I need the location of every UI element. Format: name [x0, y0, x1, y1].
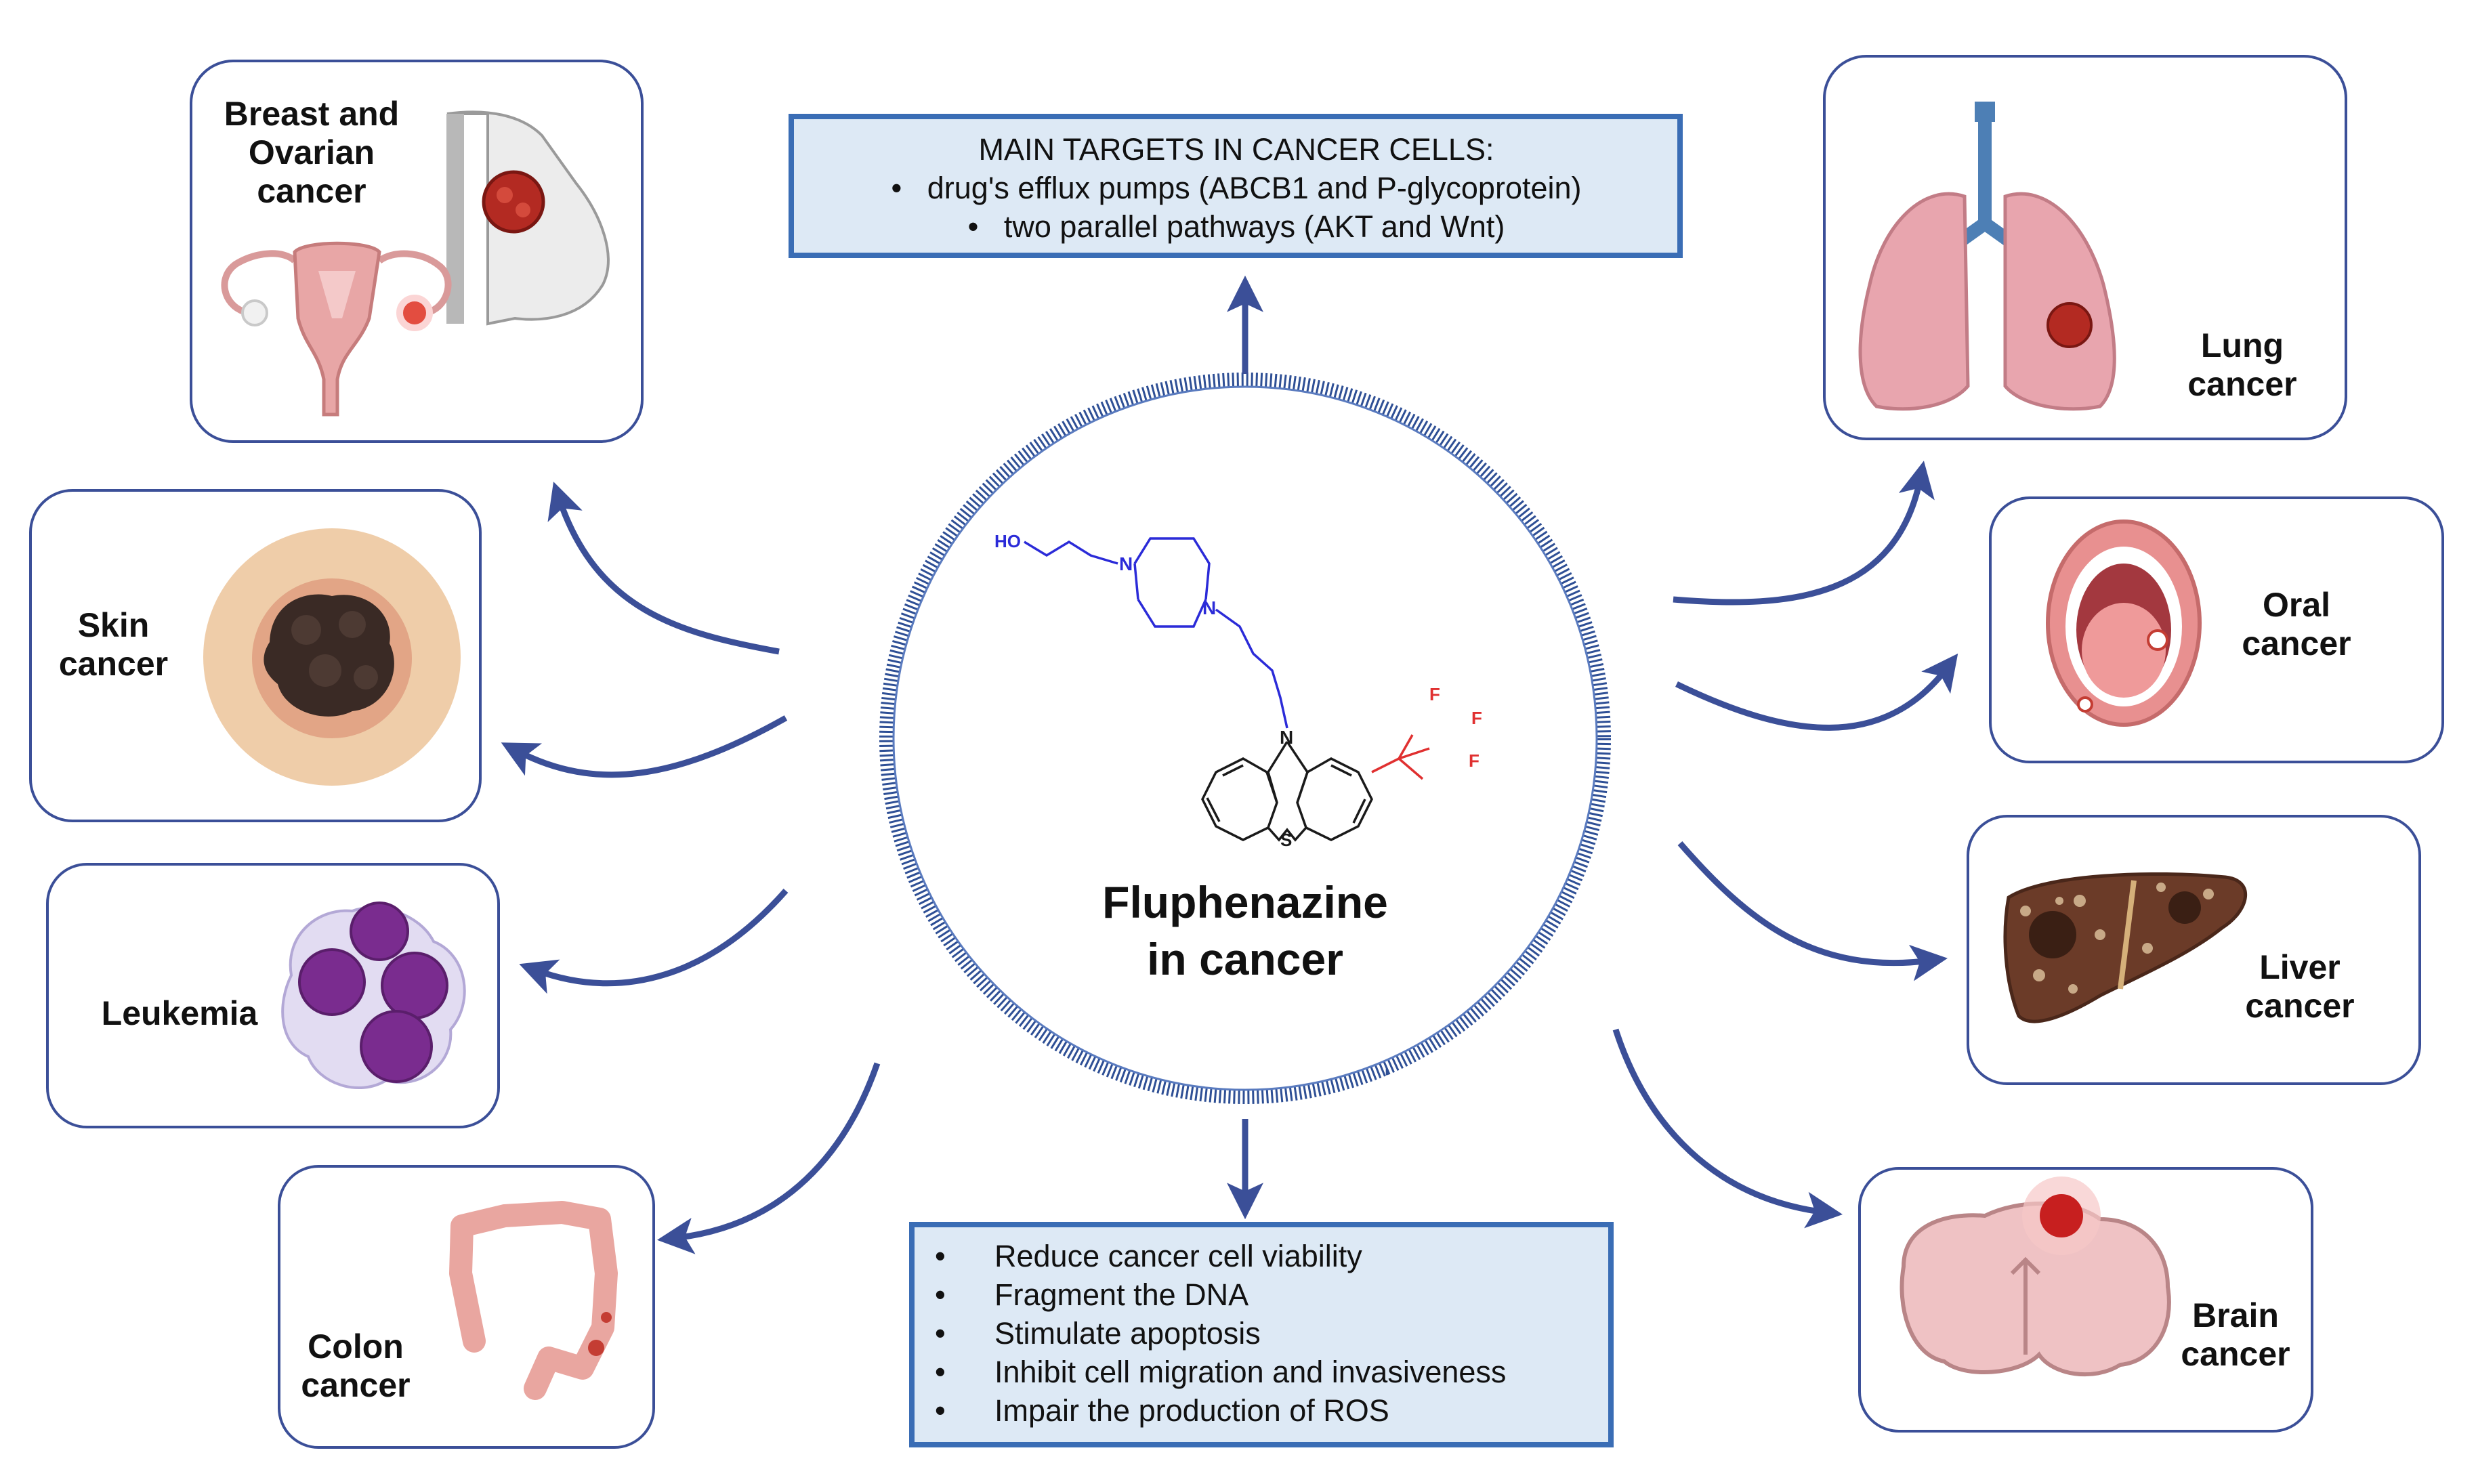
colon-icon — [449, 1201, 618, 1400]
bullet: • — [935, 1277, 946, 1312]
breast-ovary-icon — [221, 110, 610, 417]
card-label-breast-ovarian: Breast and Ovarian cancer — [210, 95, 413, 211]
atom-label-f: F — [1429, 684, 1440, 704]
arrow-to-colon — [656, 1062, 881, 1254]
effects-item: • Reduce cancer cell viability — [935, 1237, 1606, 1275]
effects-item-text: Stimulate apoptosis — [994, 1316, 1261, 1351]
atom-label-n: N — [1119, 553, 1133, 574]
effects-item-text: Fragment the DNA — [994, 1277, 1249, 1312]
card-label-line: Lung — [2200, 326, 2284, 364]
card-label-line: cancer — [2181, 1335, 2290, 1373]
targets-heading: MAIN TARGETS IN CANCER CELLS: — [978, 132, 1494, 167]
effects-item-text: Inhibit cell migration and invasiveness — [994, 1355, 1507, 1389]
effects-list: • Reduce cancer cell viability • Fragment … — [935, 1237, 1606, 1430]
card-label-line: Brain — [2192, 1296, 2279, 1334]
effects-item: • Stimulate apoptosis — [935, 1314, 1606, 1353]
effects-item: • Inhibit cell migration and invasiveness — [935, 1353, 1606, 1391]
arrow-to-skin — [501, 715, 788, 778]
arrow-to-lung — [1673, 461, 1935, 606]
atom-label-n: N — [1202, 597, 1217, 618]
card-label-lung: Lung cancer — [2175, 326, 2310, 404]
atom-label-f: F — [1469, 750, 1480, 771]
effects-item: • Impair the production of ROS — [935, 1391, 1606, 1430]
targets-box — [789, 114, 1683, 258]
arrow-to-breast — [547, 482, 780, 655]
card-label-skin: Skin cancer — [47, 606, 180, 683]
card-label-line: Oral — [2262, 586, 2331, 624]
arrow-to-brain — [1612, 1028, 1843, 1229]
card-label-liver: Liver cancer — [2232, 948, 2368, 1025]
effects-item: • Fragment the DNA — [935, 1275, 1606, 1314]
targets-item-text: two parallel pathways (AKT and Wnt) — [1003, 209, 1505, 244]
card-label-line: cancer — [301, 1366, 411, 1404]
center-title-line: Fluphenazine — [1102, 877, 1388, 927]
card-label-line: Ovarian — [248, 133, 375, 171]
center-title: Fluphenazine in cancer — [1042, 874, 1448, 988]
bullet: • — [935, 1355, 946, 1389]
card-label-line: cancer — [58, 645, 169, 683]
arrow-to-liver — [1677, 841, 1948, 981]
bullet: • — [935, 1239, 946, 1273]
bullet: • — [935, 1393, 946, 1428]
arrow-to-leukemia — [519, 889, 789, 994]
effects-box — [909, 1222, 1614, 1447]
blood-cells-icon — [281, 902, 466, 1090]
effects-item-text: Reduce cancer cell viability — [994, 1239, 1362, 1273]
card-label-line: cancer — [2242, 624, 2351, 662]
card-label-brain: Brain cancer — [2168, 1296, 2303, 1374]
lungs-icon — [1858, 102, 2116, 411]
card-label-line: cancer — [2187, 365, 2297, 403]
card-label-line: Colon — [308, 1328, 404, 1365]
liver-icon — [2003, 872, 2247, 1023]
arrows — [501, 275, 1958, 1254]
bullet: • — [935, 1316, 946, 1351]
targets-box-text: MAIN TARGETS IN CANCER CELLS: • drug's e… — [796, 130, 1677, 246]
brain-icon — [1900, 1176, 2171, 1377]
bullet: • — [967, 209, 979, 244]
card-label-leukemia: Leukemia — [88, 994, 271, 1033]
atom-label-f: F — [1471, 708, 1482, 728]
targets-item-text: drug's efflux pumps (ABCB1 and P-glycopr… — [927, 171, 1582, 205]
card-label-line: cancer — [2245, 987, 2355, 1025]
card-label-line: Breast and — [224, 95, 400, 133]
targets-item: • two parallel pathways (AKT and Wnt) — [796, 207, 1677, 246]
card-label-line: Liver — [2259, 948, 2341, 986]
card-label-oral: Oral cancer — [2229, 586, 2364, 663]
card-label-colon: Colon cancer — [291, 1328, 420, 1405]
targets-item: • drug's efflux pumps (ABCB1 and P-glyco… — [796, 169, 1677, 207]
fluphenazine-structure — [1024, 537, 1430, 842]
arrow-to-oral — [1675, 653, 1958, 731]
atom-label-n: N — [1280, 727, 1294, 748]
bullet: • — [891, 171, 902, 205]
skin-lesion-icon — [203, 528, 461, 786]
card-label-line: Leukemia — [101, 994, 258, 1032]
effects-item-text: Impair the production of ROS — [994, 1393, 1389, 1428]
mouth-icon — [2046, 520, 2202, 727]
card-label-line: cancer — [257, 172, 366, 210]
center-title-line: in cancer — [1147, 934, 1343, 984]
atom-label-ho: HO — [994, 531, 1021, 551]
center-ring — [879, 373, 1611, 1104]
atom-label-s: S — [1280, 830, 1293, 850]
card-label-line: Skin — [77, 606, 150, 644]
